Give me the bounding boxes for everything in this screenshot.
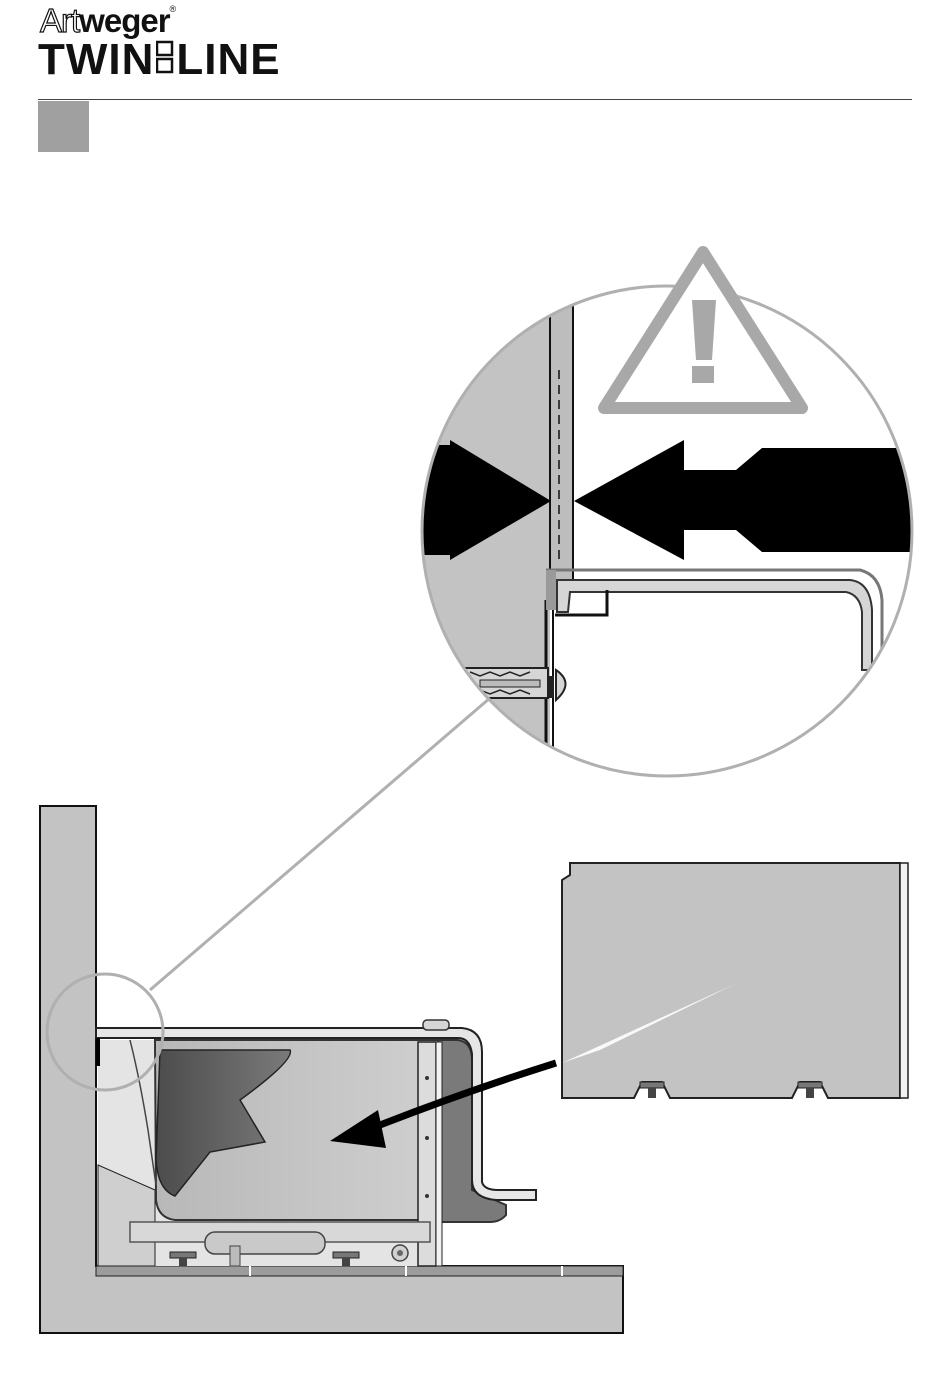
leveling-foot <box>798 1082 822 1098</box>
front-apron-panel <box>562 863 908 1098</box>
shower-tray-wall-installation <box>40 806 623 1333</box>
wall-plug-screw <box>440 668 566 700</box>
leveling-foot <box>640 1082 664 1098</box>
trim-strip <box>550 270 573 580</box>
callout-connector <box>150 698 490 990</box>
